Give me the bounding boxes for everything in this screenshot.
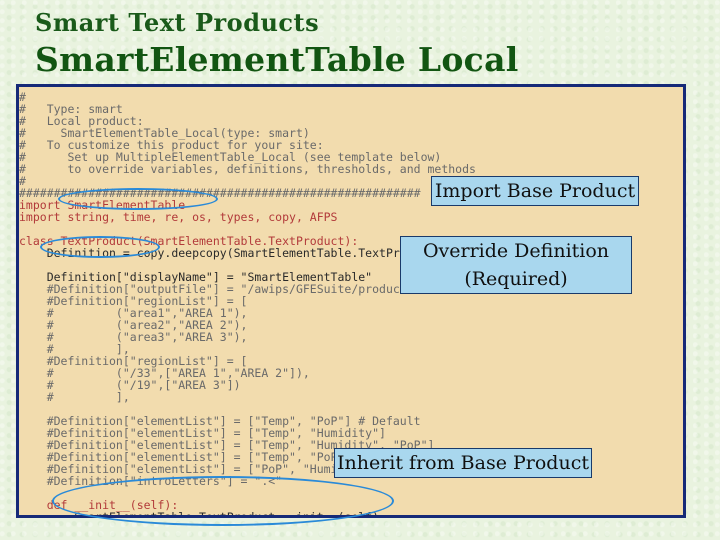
code-line: # Type: smart — [19, 102, 123, 116]
code-line: #Definition["elementList"] = ["Temp", "P… — [19, 414, 421, 428]
code-line: # To customize this product for your sit… — [19, 138, 324, 152]
code-line: # ], — [19, 342, 130, 356]
code-line: # ("/19",["AREA 3"]) — [19, 378, 241, 392]
code-line: # SmartElementTable_Local(type: smart) — [19, 126, 310, 140]
code-line: Definition["displayName"] = "SmartElemen… — [19, 270, 373, 284]
callout-override-line1: Override Definition — [422, 240, 610, 262]
code-line: # — [19, 90, 26, 104]
code-line: # Set up MultipleElementTable_Local (see… — [19, 150, 442, 164]
code-line: # ("area1","AREA 1"), — [19, 306, 248, 320]
callout-override-line2: (Required) — [464, 268, 568, 290]
code-line: #Definition["elementList"] = ["Temp", "H… — [19, 426, 386, 440]
init-highlight-ellipse — [52, 476, 394, 526]
code-line: # ], — [19, 390, 130, 404]
slide-subtitle: SmartElementTable Local — [35, 40, 519, 79]
definition-highlight-ellipse — [40, 236, 160, 258]
code-line: # to override variables, definitions, th… — [19, 162, 476, 176]
callout-import-base-product: Import Base Product — [431, 176, 639, 206]
code-line: # ("area3","AREA 3"), — [19, 330, 248, 344]
code-line: #Definition["regionList"] = [ — [19, 354, 248, 368]
code-line: import string, time, re, os, types, copy… — [19, 210, 338, 224]
slide-title: Smart Text Products — [35, 8, 320, 37]
callout-inherit-base-product: Inherit from Base Product — [334, 448, 592, 478]
code-line: # ("area2","AREA 2"), — [19, 318, 248, 332]
code-line: # Local product: — [19, 114, 144, 128]
code-line: # — [19, 174, 26, 188]
callout-override-definition: Override Definition (Required) — [400, 236, 632, 294]
import-highlight-ellipse — [58, 188, 218, 210]
code-line: # ("/33",["AREA 1","AREA 2"]), — [19, 366, 310, 380]
code-line: #Definition["regionList"] = [ — [19, 294, 248, 308]
